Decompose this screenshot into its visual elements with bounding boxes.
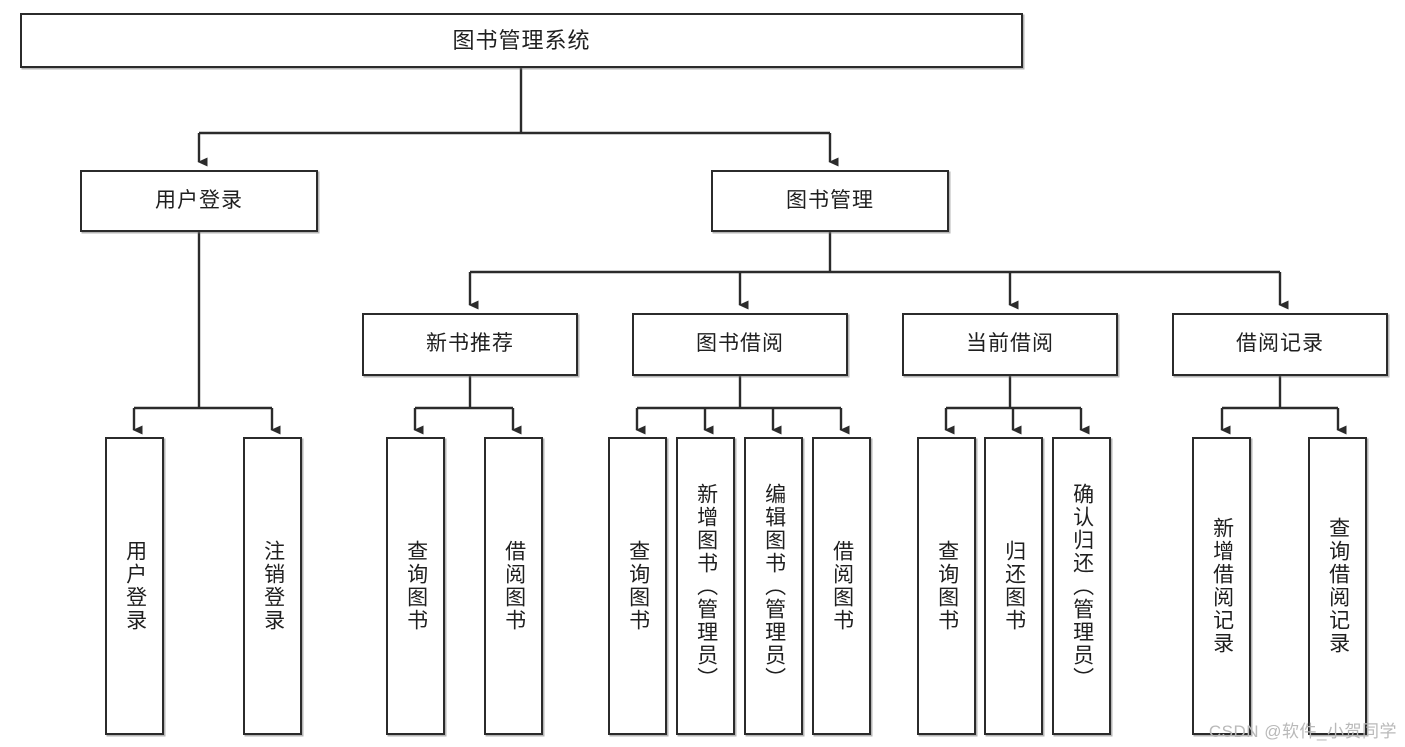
leaf-return-book[interactable]: 归还图书	[984, 437, 1043, 735]
node-label: 当前借阅	[966, 332, 1054, 356]
node-label: 图书管理系统	[452, 27, 591, 53]
leaf-logout-login[interactable]: 注销登录	[243, 437, 302, 735]
leaf-user-login[interactable]: 用户登录	[105, 437, 164, 735]
node-label: 借阅图书	[830, 540, 854, 632]
leaf-borrow-book-recommend[interactable]: 借阅图书	[484, 437, 543, 735]
leaf-confirm-return[interactable]: 确认归还（管理员）	[1052, 437, 1111, 735]
node-new-book-recommend[interactable]: 新书推荐	[362, 313, 578, 376]
leaf-add-book[interactable]: 新增图书（管理员）	[676, 437, 735, 735]
leaf-query-book-recommend[interactable]: 查询图书	[386, 437, 445, 735]
node-book-borrow[interactable]: 图书借阅	[632, 313, 848, 376]
node-label: 借阅图书	[502, 540, 526, 632]
node-label: 归还图书	[1002, 540, 1026, 632]
node-label: 新书推荐	[426, 332, 514, 356]
node-label: 借阅记录	[1236, 332, 1324, 356]
leaf-query-book-current[interactable]: 查询图书	[917, 437, 976, 735]
node-label: 用户登录	[123, 540, 147, 632]
node-label: 查询图书	[626, 540, 650, 632]
leaf-borrow-book[interactable]: 借阅图书	[812, 437, 871, 735]
node-label: 用户登录	[155, 188, 243, 212]
node-label: 新增图书（管理员）	[694, 482, 718, 690]
node-current-borrow[interactable]: 当前借阅	[902, 313, 1118, 376]
node-label: 查询借阅记录	[1326, 517, 1350, 655]
node-label: 查询图书	[935, 540, 959, 632]
leaf-edit-book[interactable]: 编辑图书（管理员）	[744, 437, 803, 735]
node-label: 查询图书	[404, 540, 428, 632]
node-root-system[interactable]: 图书管理系统	[20, 13, 1023, 68]
leaf-add-borrow-record[interactable]: 新增借阅记录	[1192, 437, 1251, 735]
node-label: 编辑图书（管理员）	[762, 482, 786, 690]
node-label: 新增借阅记录	[1210, 517, 1234, 655]
node-label: 注销登录	[261, 540, 285, 632]
node-book-management[interactable]: 图书管理	[711, 170, 949, 232]
leaf-query-book-borrow[interactable]: 查询图书	[608, 437, 667, 735]
node-borrow-record[interactable]: 借阅记录	[1172, 313, 1388, 376]
node-label: 图书管理	[786, 188, 874, 212]
node-user-login[interactable]: 用户登录	[80, 170, 318, 232]
watermark-text: CSDN @软件_小贺同学	[1208, 722, 1397, 741]
node-label: 确认归还（管理员）	[1070, 482, 1094, 690]
node-label: 图书借阅	[696, 332, 784, 356]
leaf-query-borrow-record[interactable]: 查询借阅记录	[1308, 437, 1367, 735]
